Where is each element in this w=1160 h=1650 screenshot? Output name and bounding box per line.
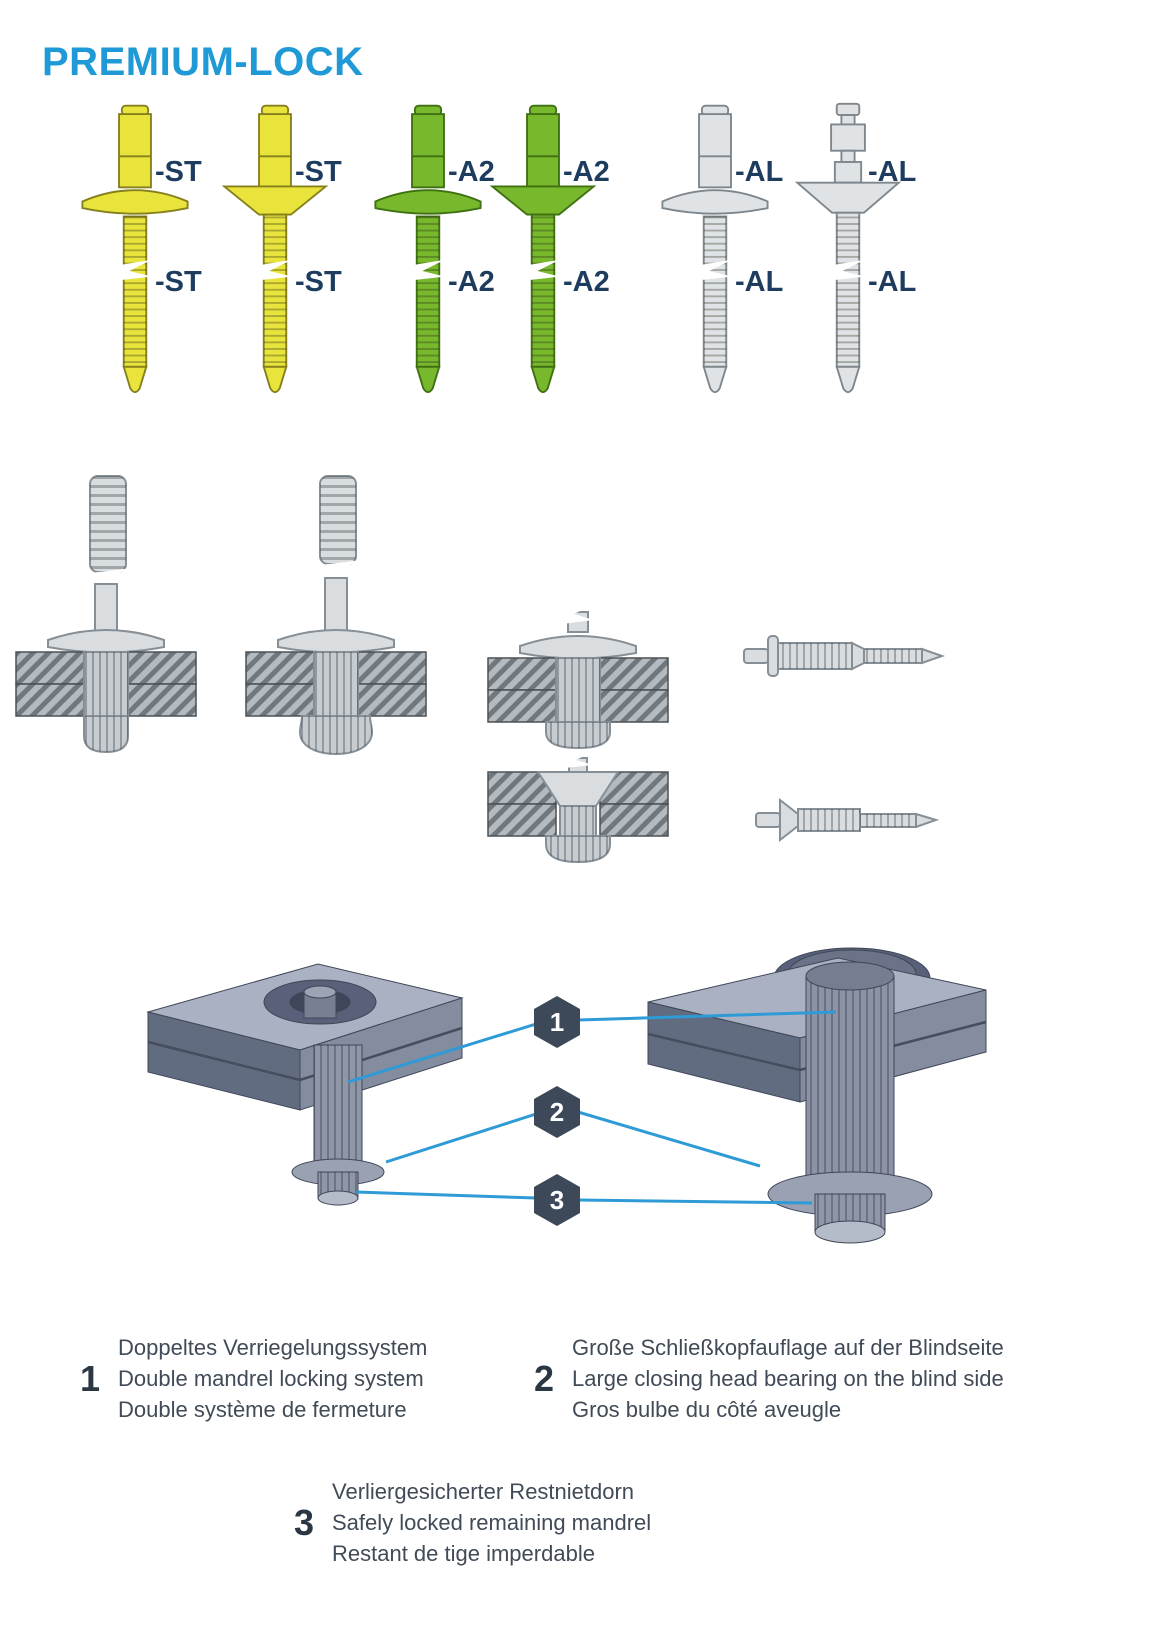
callout-number-3: 3 [549, 1184, 565, 1215]
rivet-label-st-csk-top: -ST [295, 156, 342, 188]
rivet-label-al-csk-mid: -AL [868, 266, 917, 298]
rivet-illustration-a2-csk [492, 105, 594, 393]
rivet-illustration-st-csk [224, 105, 326, 393]
render-right-assembly [647, 947, 987, 1244]
installation-diagram [15, 475, 946, 864]
feature-2-number: 2 [533, 1357, 555, 1399]
page-title: PREMIUM-LOCK [42, 40, 364, 84]
rivet-label-a2-csk-mid: -A2 [563, 266, 610, 298]
rivet-figure-al-csk: -AL -AL [782, 100, 917, 410]
rivet-label-st-dome-top: -ST [155, 156, 202, 188]
install-step-1 [15, 475, 197, 754]
rivet-label-a2-csk-top: -A2 [563, 156, 610, 188]
feature-1-line-de: Doppeltes Verriegelungssystem [118, 1335, 428, 1360]
feature-1-line-en: Double mandrel locking system [118, 1366, 424, 1391]
feature-3-line-de: Verliergesicherter Restnietdorn [332, 1479, 635, 1504]
cutaway-render-diagram [146, 947, 987, 1244]
finished-rivet-dome [743, 635, 946, 677]
feature-block-2: 2 Große Schließkopfauflage auf der Blind… [532, 1332, 1004, 1425]
feature-2-line-en: Large closing head bearing on the blind … [572, 1366, 1004, 1391]
feature-block-3: 3 Verliergesicherter Restnietdorn Safely… [292, 1476, 651, 1569]
cutaway-render-section: 1 2 3 [0, 940, 1160, 1300]
callout-lines [347, 1010, 837, 1205]
install-step-4 [487, 751, 669, 864]
rivet-label-al-dome-mid: -AL [735, 266, 784, 298]
feature-2-line-de: Große Schließkopfauflage auf der Blindse… [572, 1335, 1004, 1360]
rivet-label-al-dome-top: -AL [735, 156, 784, 188]
rivet-label-al-csk-top: -AL [868, 156, 917, 188]
rivet-label-st-csk-mid: -ST [295, 266, 342, 298]
rivet-label-st-dome-mid: -ST [155, 266, 202, 298]
finished-rivet-countersunk [755, 797, 940, 843]
rivet-figure-a2-dome: -A2 -A2 [362, 100, 495, 410]
feature-1-number: 1 [79, 1357, 101, 1399]
rivet-figure-st-dome: -ST -ST [69, 100, 202, 410]
feature-3-text: Verliergesicherter Restnietdorn Safely l… [332, 1476, 651, 1569]
feature-1-text: Doppeltes Verriegelungssystem Double man… [118, 1332, 427, 1425]
feature-3-line-fr: Restant de tige imperdable [332, 1541, 595, 1566]
feature-block-1: 1 Doppeltes Verriegelungssystem Double m… [78, 1332, 427, 1425]
rivet-illustration-al-csk [797, 103, 899, 393]
rivet-illustration-st-dome [82, 105, 188, 393]
rivet-label-a2-dome-top: -A2 [448, 156, 495, 188]
render-left-assembly [146, 963, 464, 1206]
install-step-3 [487, 604, 669, 750]
feature-3-line-en: Safely locked remaining mandrel [332, 1510, 652, 1535]
rivet-label-a2-dome-mid: -A2 [448, 266, 495, 298]
rivet-illustration-a2-dome [375, 105, 481, 393]
feature-2-text: Große Schließkopfauflage auf der Blindse… [572, 1332, 1004, 1425]
installation-sequence [0, 470, 1160, 880]
callout-number-2: 2 [549, 1096, 565, 1127]
rivet-figure-a2-csk: -A2 -A2 [477, 100, 610, 410]
rivet-figure-st-csk: -ST -ST [209, 100, 342, 410]
callout-number-1: 1 [549, 1006, 565, 1037]
feature-3-number: 3 [293, 1501, 315, 1543]
rivet-figure-al-dome: -AL -AL [649, 100, 784, 410]
rivet-illustration-al-dome [662, 105, 768, 393]
feature-2-line-fr: Gros bulbe du côté aveugle [572, 1397, 842, 1422]
feature-1-line-fr: Double système de fermeture [118, 1397, 407, 1422]
install-step-2 [245, 475, 427, 756]
